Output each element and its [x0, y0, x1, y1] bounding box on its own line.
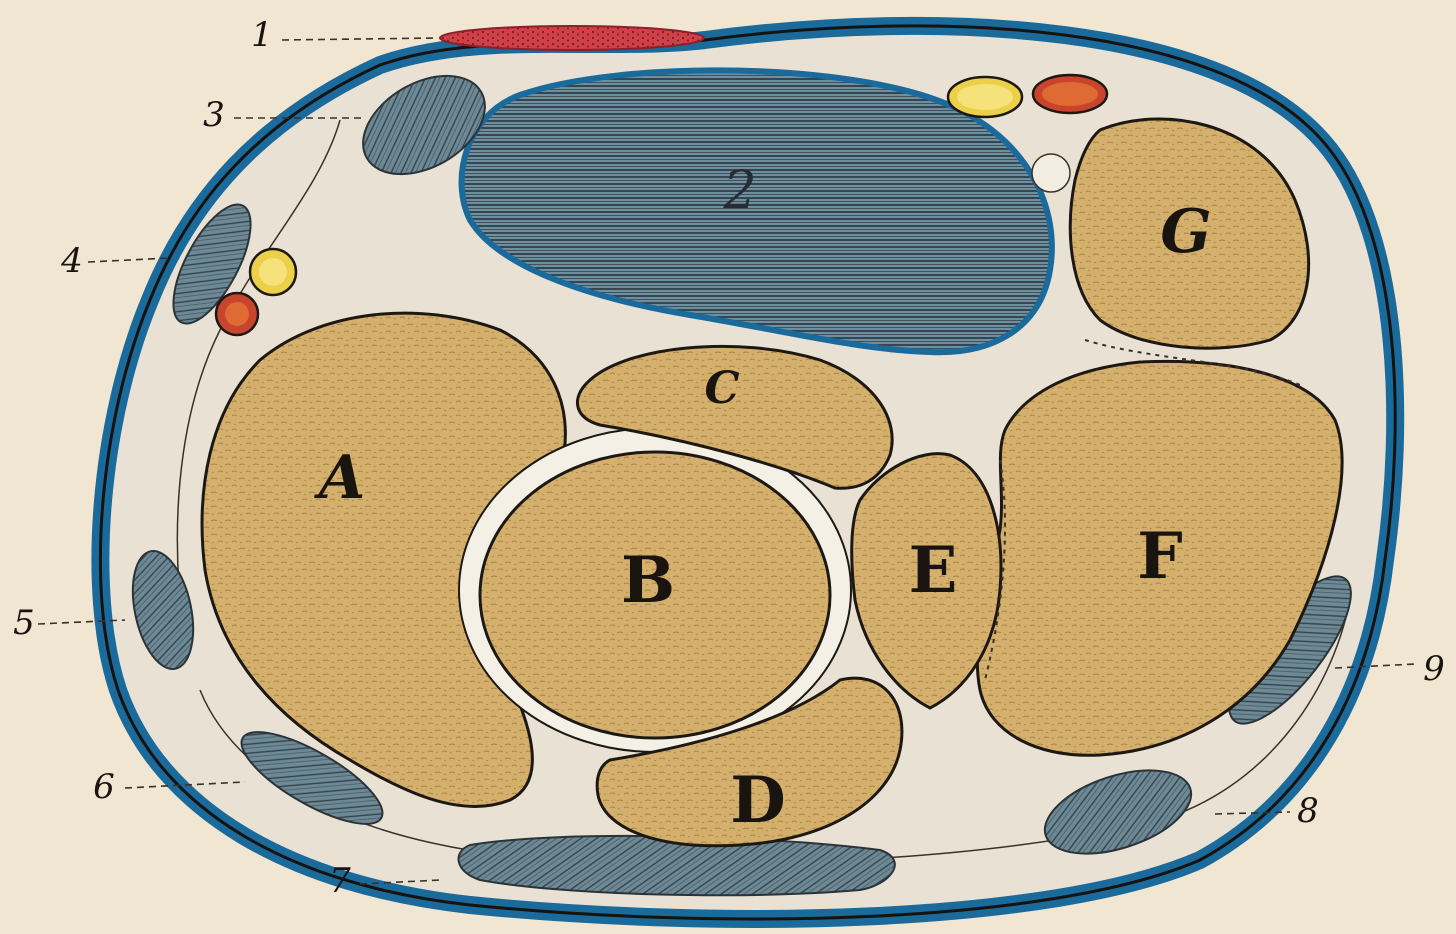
label-g: G	[1160, 197, 1211, 267]
label-b: B	[621, 543, 675, 618]
vessel-yellow-left-lumen	[259, 258, 287, 286]
callout-6: 6	[93, 767, 115, 807]
vessel-yellow-top-lumen	[957, 84, 1013, 110]
leader-1	[282, 38, 438, 40]
vessel-red-left-lumen	[225, 302, 249, 326]
vessel-red-top-lumen	[1042, 82, 1098, 106]
nerve-dotted	[1032, 154, 1070, 192]
callout-7: 7	[329, 861, 351, 901]
label-f: F	[1137, 519, 1182, 594]
skin-structure-1	[440, 26, 704, 50]
label-e: E	[909, 533, 958, 608]
label-c: C	[704, 363, 739, 414]
callout-4: 4	[60, 241, 83, 281]
label-2: 2	[722, 161, 756, 221]
label-d: D	[730, 763, 786, 838]
callout-5: 5	[13, 603, 35, 643]
callout-1: 1	[251, 15, 273, 55]
callout-8: 8	[1297, 791, 1319, 831]
callout-9: 9	[1423, 649, 1445, 689]
label-a: A	[314, 443, 366, 513]
muscle-7	[459, 836, 895, 895]
callout-3: 3	[203, 95, 225, 135]
